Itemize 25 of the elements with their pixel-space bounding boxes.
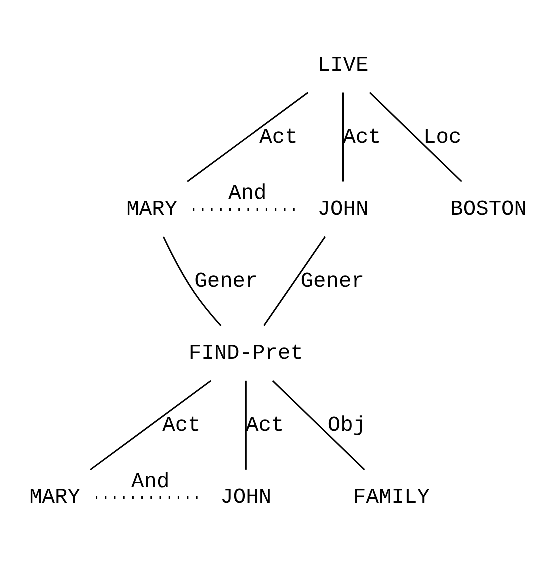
edge-label: And (228, 182, 267, 206)
node-text: BOSTON (450, 198, 528, 222)
node-text: JOHN (318, 198, 369, 222)
edge-label: Gener (300, 270, 364, 294)
edge-label: Loc (423, 126, 462, 150)
connector (245, 380, 247, 470)
edge-label: Obj (328, 414, 366, 438)
connector (187, 92, 309, 182)
node-text: MARY (126, 198, 178, 222)
connector (369, 92, 462, 182)
edge-label: Act (343, 126, 382, 150)
node-text: MARY (30, 486, 81, 510)
node-text: FIND-Pret (188, 342, 304, 366)
edge-label: Act (260, 126, 298, 150)
connector (90, 380, 212, 471)
edge-label: Gener (194, 270, 258, 294)
connector (162, 236, 222, 327)
connector (272, 380, 366, 470)
node-text: FAMILY (354, 486, 430, 510)
node-text: JOHN (220, 486, 272, 510)
connector (264, 236, 326, 326)
edge-label: Act (162, 414, 201, 438)
connector (342, 92, 344, 182)
edge-label: And (132, 470, 170, 494)
node-text: LIVE (318, 54, 369, 78)
